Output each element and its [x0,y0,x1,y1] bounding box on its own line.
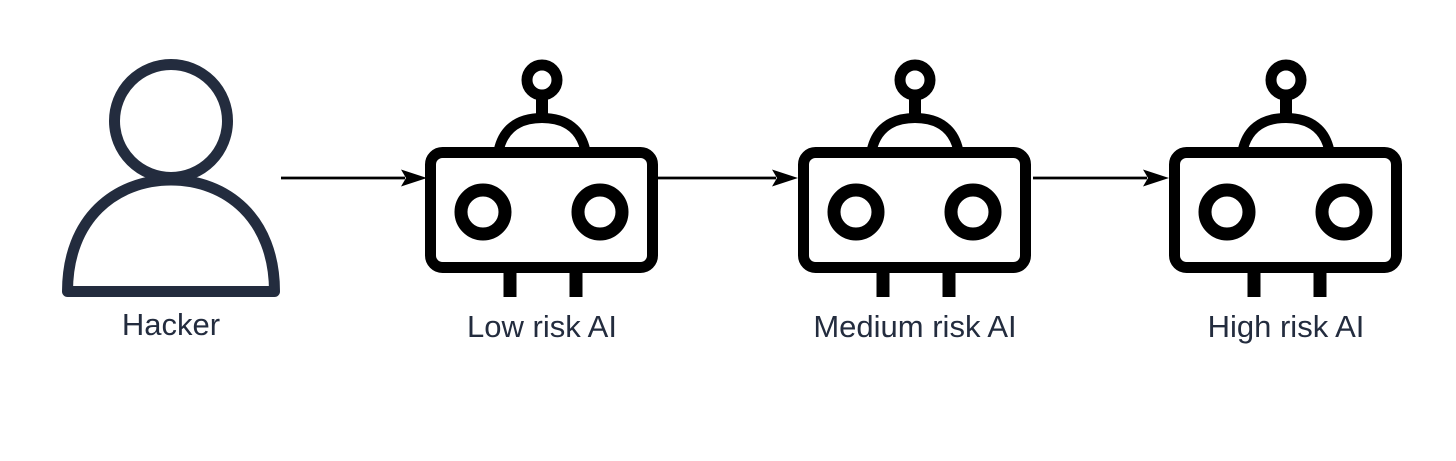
node-medium-risk-ai: Medium risk AI [795,58,1035,345]
node-label: Low risk AI [467,309,617,344]
node-label: Medium risk AI [813,309,1017,344]
node-label: High risk AI [1207,309,1365,344]
person-icon [62,59,280,297]
robot-icon [422,58,662,303]
node-low-risk-ai: Low risk AI [422,58,662,345]
arrow-low-to-medium [658,169,798,187]
robot-icon [1166,58,1406,303]
node-high-risk-ai: High risk AI [1166,58,1406,345]
node-label: Hacker [121,307,221,342]
arrow-hacker-to-low [281,169,427,187]
robot-icon [795,58,1035,303]
node-hacker: Hacker [56,56,286,343]
arrow-medium-to-high [1033,169,1169,187]
